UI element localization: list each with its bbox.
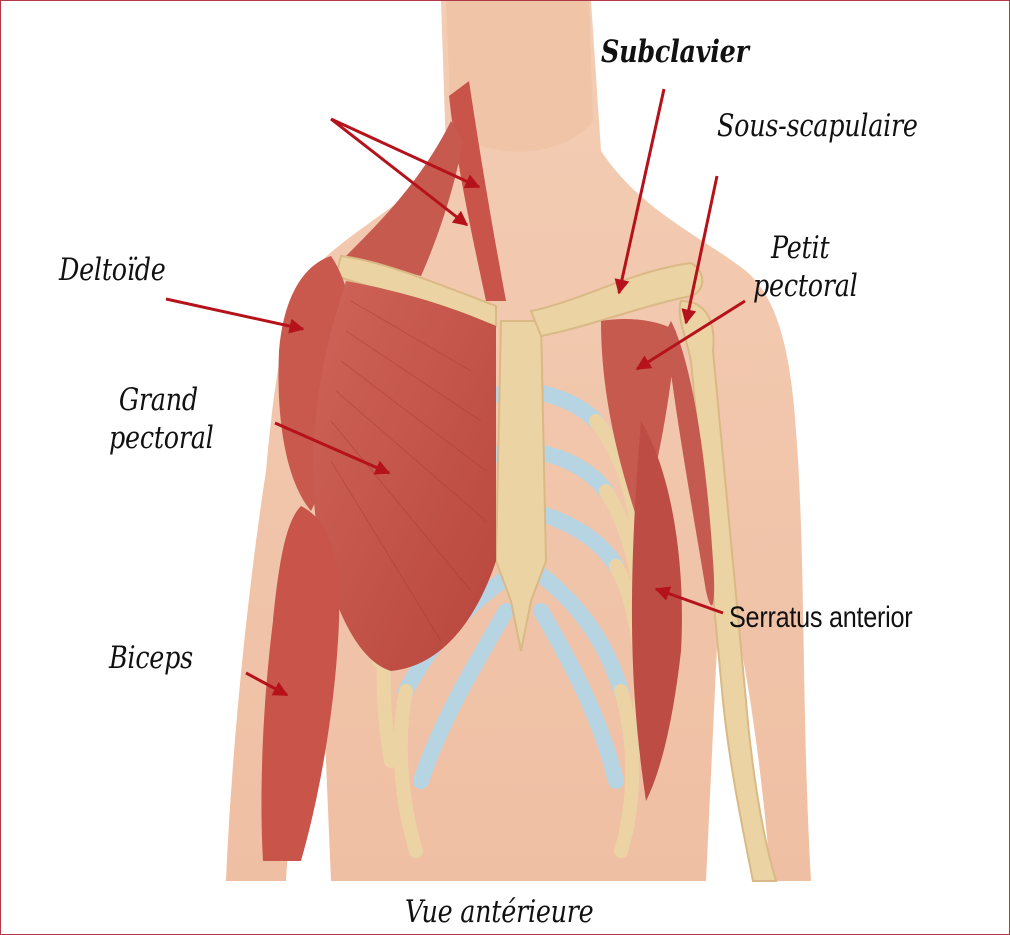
label-deltoide: Deltoïde <box>59 251 166 289</box>
figure-caption: Vue antérieure <box>405 893 593 931</box>
label-subclavier: Subclavier <box>601 33 749 71</box>
label-grand-pectoral-line2: pectoral <box>109 419 214 457</box>
label-serratus-anterior: Serratus anterior <box>729 599 912 637</box>
label-grand-pectoral-line1: Grand <box>109 381 214 419</box>
arrow-deltoide <box>166 299 303 329</box>
label-petit-pectoral-line1: Petit <box>753 229 858 267</box>
label-grand-pectoral: Grand pectoral <box>109 381 214 457</box>
label-sous-scapulaire: Sous-scapulaire <box>717 107 918 145</box>
label-petit-pectoral-line2: pectoral <box>753 267 858 305</box>
label-biceps: Biceps <box>109 639 193 677</box>
label-petit-pectoral: Petit pectoral <box>753 229 858 305</box>
